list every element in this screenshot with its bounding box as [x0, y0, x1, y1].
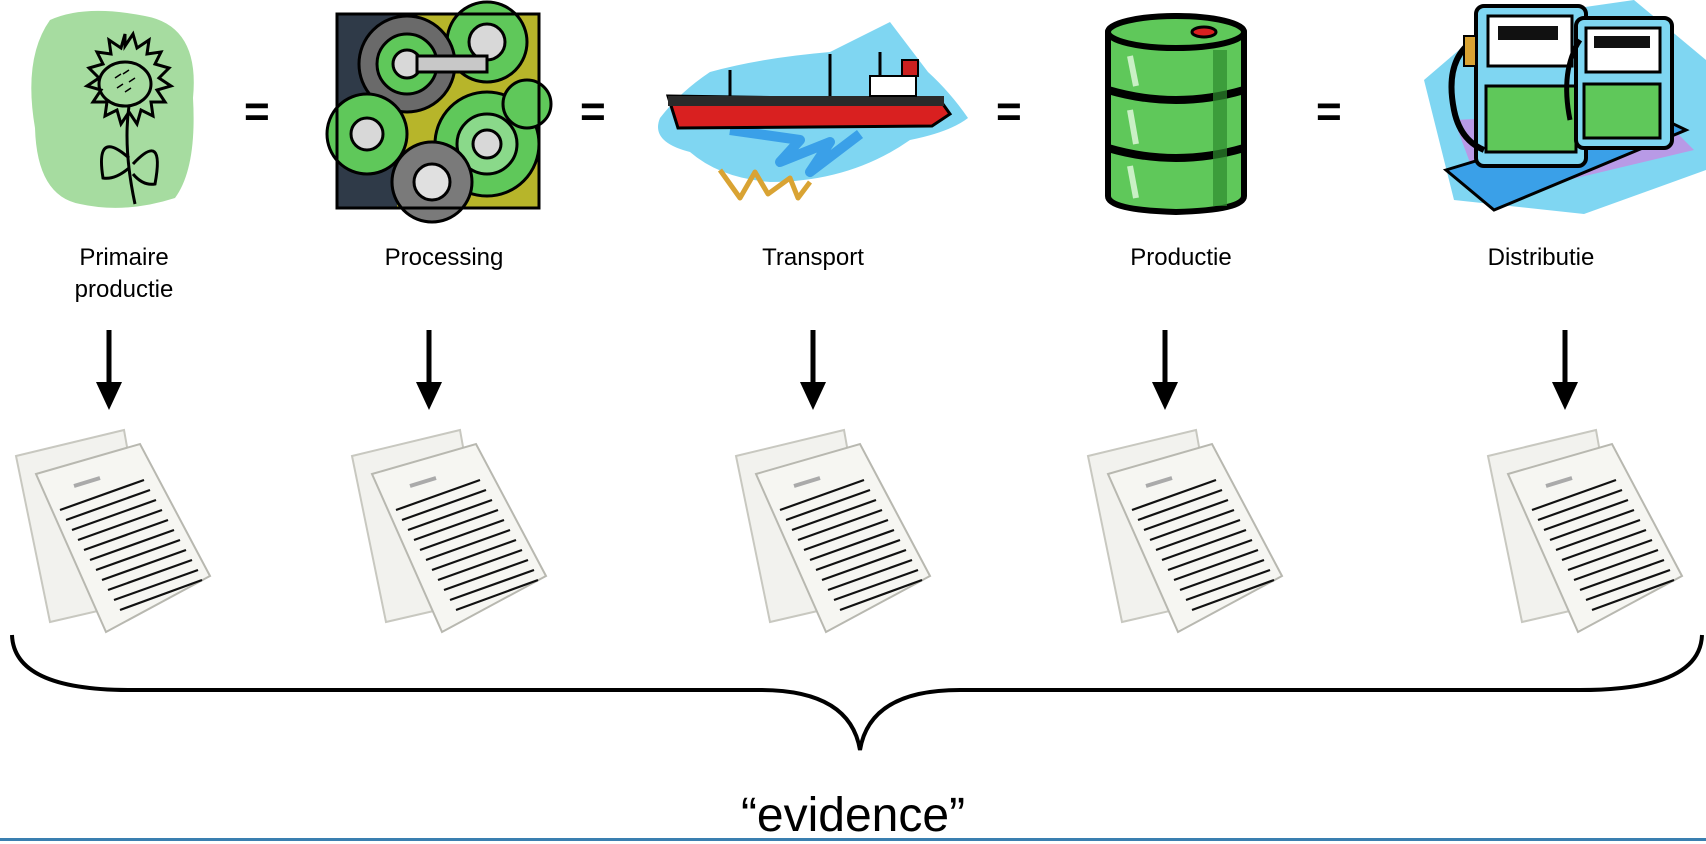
- stage-label-distribution: Distributie: [1441, 242, 1641, 274]
- arrow-down-icon-3: [800, 330, 826, 410]
- stage-label-processing: Processing: [344, 242, 544, 274]
- gears-icon: [325, 0, 553, 224]
- stage-label-production-line1: Productie: [1130, 244, 1232, 271]
- document-icon-4: [1086, 428, 1284, 634]
- stage-label-primary: Primaire productie: [44, 242, 204, 306]
- tanker-ship-icon: [658, 22, 968, 201]
- stage-label-production: Productie: [1081, 242, 1281, 274]
- sunflower-icon: [31, 10, 194, 208]
- evidence-label: “evidence”: [740, 789, 966, 842]
- stage-label-transport-line1: Transport: [762, 244, 864, 271]
- equals-sign-1: =: [244, 87, 270, 136]
- stage-label-primary-line1: Primaire: [79, 244, 169, 271]
- curly-brace: [10, 634, 1704, 751]
- stage-label-distribution-line1: Distributie: [1487, 244, 1595, 271]
- oil-barrel-icon: [1105, 12, 1247, 216]
- stage-label-primary-line2: productie: [74, 276, 174, 303]
- document-icon-5: [1486, 428, 1684, 634]
- arrow-down-icon-5: [1552, 330, 1578, 410]
- equals-sign-2: =: [580, 87, 606, 136]
- bottom-rule: [0, 838, 1706, 841]
- equals-sign-3: =: [996, 87, 1022, 136]
- document-icon-1: [14, 428, 212, 634]
- arrow-down-icon-4: [1152, 330, 1178, 410]
- stage-label-processing-line1: Processing: [384, 244, 504, 271]
- document-icon-2: [350, 428, 548, 634]
- fuel-pump-icon: [1424, 0, 1706, 214]
- arrow-down-icon-1: [96, 330, 122, 410]
- arrow-down-icon-2: [416, 330, 442, 410]
- stage-label-transport: Transport: [713, 242, 913, 274]
- equals-sign-4: =: [1316, 87, 1342, 136]
- document-icon-3: [734, 428, 932, 634]
